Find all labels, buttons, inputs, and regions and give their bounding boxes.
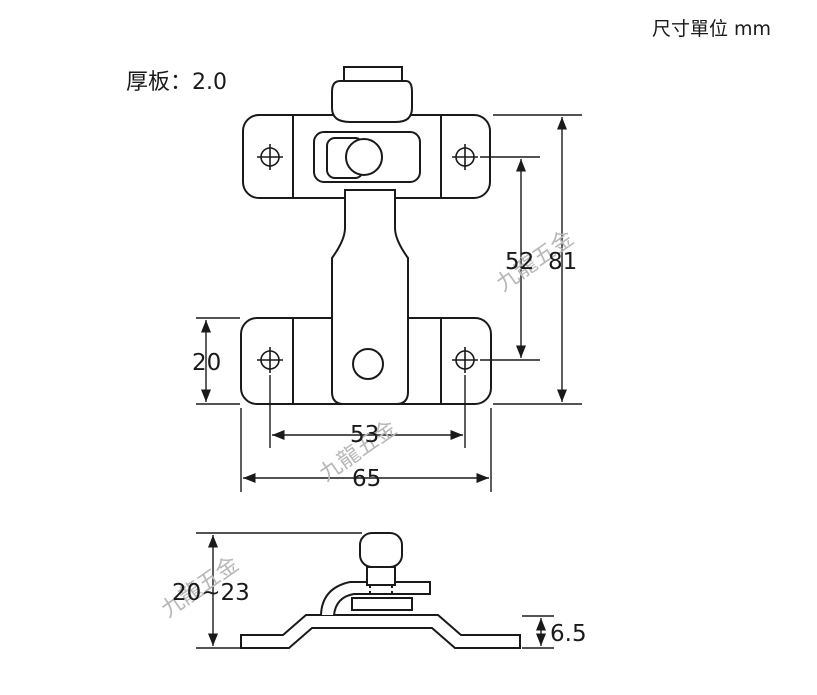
dim-label-53: 53 <box>350 422 379 448</box>
side-base-plate <box>240 614 521 649</box>
dim-label-20: 20 <box>192 350 221 376</box>
screw-hole-bottom-left <box>257 347 283 373</box>
unit-note: 尺寸單位 mm <box>652 18 772 40</box>
side-arm <box>320 581 431 616</box>
front-view <box>240 66 492 405</box>
slider-knob <box>345 138 383 176</box>
screw-hole-bottom-right <box>452 347 478 373</box>
side-view <box>240 532 521 649</box>
screw-hole-top-left <box>257 144 283 170</box>
dim-label-81: 81 <box>548 249 577 275</box>
latch-pin <box>343 66 403 82</box>
dim-label-6-5: 6.5 <box>550 621 587 647</box>
dim-label-20-23: 20~23 <box>172 580 250 606</box>
thickness-label: 厚板：2.0 <box>126 70 227 95</box>
side-knob <box>359 532 403 568</box>
dim-label-65: 65 <box>352 466 381 492</box>
side-dimension-lines <box>196 532 554 649</box>
screw-hole-top-right <box>452 144 478 170</box>
screw-holes <box>257 144 478 373</box>
latch-head <box>331 80 413 123</box>
front-dimension-lines <box>196 114 582 492</box>
latch-arm <box>331 189 409 405</box>
dim-label-52: 52 <box>505 249 534 275</box>
side-knob-stem <box>366 566 396 586</box>
side-base-block <box>351 597 413 611</box>
arm-hole <box>352 348 384 380</box>
